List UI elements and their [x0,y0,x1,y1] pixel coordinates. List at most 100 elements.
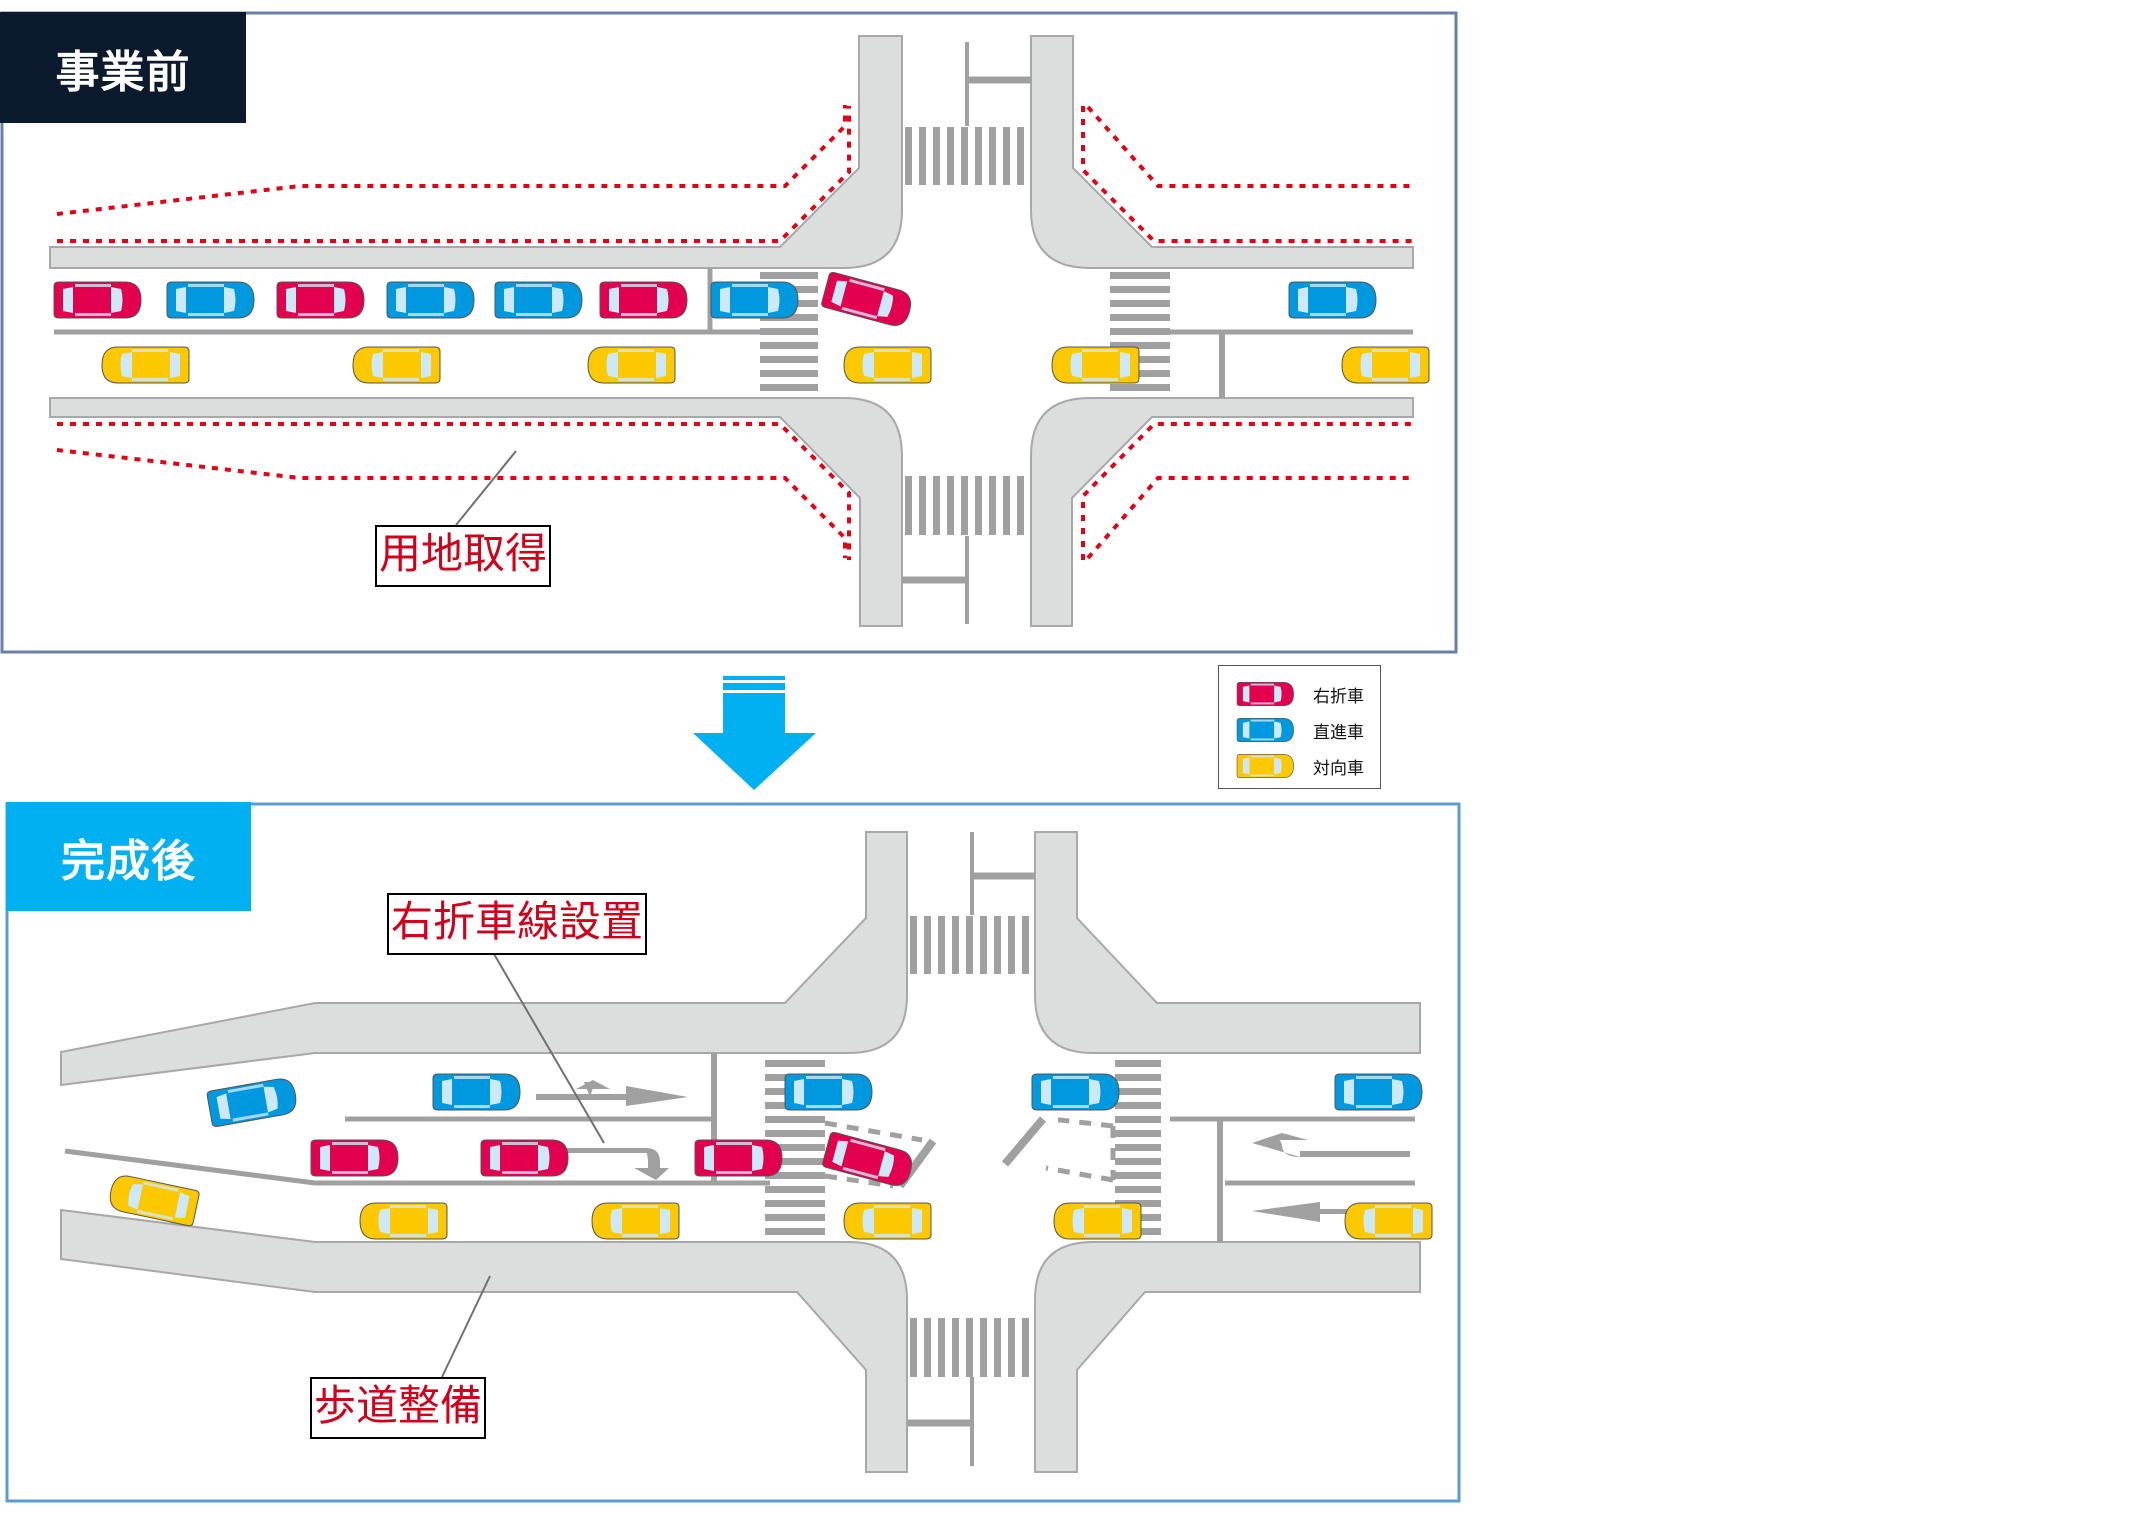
crosswalk-stripe [1110,342,1170,349]
crosswalk-stripe [1022,916,1029,974]
crosswalk-stripe [961,127,968,185]
crosswalk-stripe [1115,1088,1161,1095]
crosswalk-stripe [765,1130,825,1137]
crosswalk-stripe [1115,1144,1161,1151]
callout-leader-sidewalk [441,1275,491,1378]
crosswalk-stripe [1110,328,1170,335]
crosswalk-stripe [947,476,954,535]
red-car-icon [599,281,688,319]
blue-car-icon [1031,1073,1120,1111]
crosswalk-stripe [966,1318,973,1377]
crosswalk-stripe [1008,1318,1015,1377]
crosswalk-stripe [1110,384,1170,391]
yellow-car-icon [591,1202,680,1240]
crosswalk-stripe [966,916,973,974]
blue-car-icon [784,1073,873,1111]
yellow-car-icon [1051,346,1140,384]
yellow-car-icon [359,1202,448,1240]
panel-before [0,11,1458,654]
crosswalk-stripe [989,127,996,185]
crosswalk-stripe [765,1186,825,1193]
crosswalk-stripe [1110,286,1170,293]
yellow-car-icon [1341,346,1430,384]
blue-car-icon [166,281,255,319]
right-turn-arrow-icon [566,1148,669,1180]
crosswalk-stripe [760,370,818,377]
red-car-icon [1236,681,1294,707]
crosswalk-stripe [1022,1318,1029,1377]
yellow-car-icon [1344,1202,1433,1240]
crosswalk-stripe [989,476,996,535]
blue-car-icon [1288,281,1377,319]
straight-arrow-icon [536,1080,688,1106]
crosswalk-stripe [1110,300,1170,307]
yellow-car-icon [843,346,932,384]
blue-car-icon [206,1078,297,1127]
panel-after [5,802,1461,1503]
crosswalk-stripe [924,916,931,974]
sidewalks-after [60,831,1421,1473]
crosswalk-stripe [1017,127,1024,185]
yellow-car-icon [101,346,190,384]
crosswalk-stripe [760,356,818,363]
crosswalk-stripe [961,476,968,535]
crosswalk-stripe [994,916,1001,974]
red-car-icon [1236,681,1294,707]
crosswalk-stripe [952,916,959,974]
crosswalk-stripe [980,1318,987,1377]
red-car-icon [694,1139,783,1177]
panel-title-after: 完成後 [6,802,251,911]
blue-car-icon [386,281,475,319]
crosswalk-stripe [760,342,818,349]
red-car-icon [53,281,142,319]
yellow-car-icon [1236,753,1294,779]
callout-land-acquisition: 用地取得 [375,525,552,587]
red-car-icon [480,1139,569,1177]
land-acquisition-boundary [56,105,1413,560]
crosswalk-stripe [1110,370,1170,377]
crosswalk-stripe [765,1228,825,1235]
straight-arrow-west-icon [1252,1202,1347,1222]
lane-markings-before [54,42,1413,624]
crosswalk-stripe [933,476,940,535]
crosswalk-stripe [1110,356,1170,363]
crosswalk-stripe [1017,476,1024,535]
callout-right-turn-lane: 右折車線設置 [387,893,648,955]
crosswalk-stripe [910,916,917,974]
crosswalk-stripe [765,1200,825,1207]
right-turn-waiting-area [824,1117,1116,1189]
crosswalk-stripe [765,1214,825,1221]
crosswalk-stripe [1115,1186,1161,1193]
panel-title-before: 事業前 [0,12,246,123]
crosswalk-stripe [765,1116,825,1123]
down-arrow-icon [693,676,816,790]
crosswalk-stripe [919,476,926,535]
legend-label: 直進車 [1313,722,1364,743]
crosswalk-stripe [765,1144,825,1151]
blue-car-icon [1236,717,1294,743]
crosswalk-stripe [938,1318,945,1377]
callout-sidewalk-improvement: 歩道整備 [310,1377,487,1439]
crosswalk-stripe [1110,314,1170,321]
crosswalk-stripe [994,1318,1001,1377]
crosswalk-stripe [980,916,987,974]
crosswalk-stripe [1115,1130,1161,1137]
crosswalk-stripe [1008,916,1015,974]
crosswalk-stripe [1115,1172,1161,1179]
crosswalk-stripe [1115,1158,1161,1165]
blue-car-icon [432,1073,521,1111]
blue-car-icon [1334,1073,1423,1111]
legend: 右折車 直進車 対向車 [1218,665,1381,789]
crosswalk-stripe [919,127,926,185]
yellow-car-icon [109,1175,200,1227]
crosswalk-stripe [765,1172,825,1179]
yellow-car-icon [1236,753,1294,779]
legend-item-right-turn: 右折車 [1233,679,1364,709]
legend-label: 右折車 [1313,686,1364,707]
callout-leader-land [455,450,517,526]
left-turn-arrow-west-icon [1252,1133,1410,1157]
crosswalk-stripe [760,314,818,321]
crosswalk-stripe [1003,476,1010,535]
blue-car-icon [494,281,583,319]
crosswalk-stripe [975,476,982,535]
